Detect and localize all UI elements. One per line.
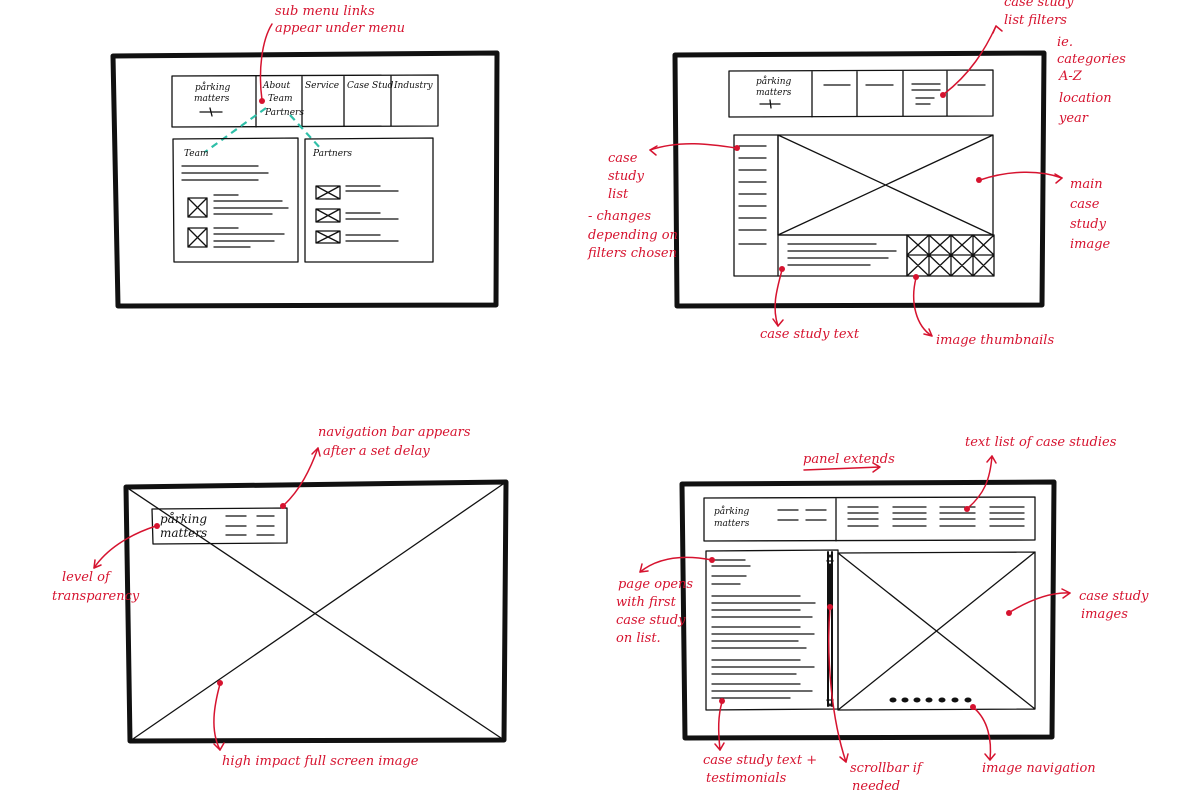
sketch-1-text-lines xyxy=(181,165,399,248)
sketch-4-anno-opens-2: with first xyxy=(616,595,677,610)
sketch-2-anno-filters-3: ie. xyxy=(1057,35,1073,50)
sketch-4-anno-scrollbar-1: scrollbar if xyxy=(850,761,924,776)
sketch-1-nav-bar xyxy=(171,74,439,128)
sketch-4-anno-scrollbar-2: needed xyxy=(852,779,900,794)
sketch-3-anno-nav-2: after a set delay xyxy=(323,444,430,459)
sketch-1-logo: pårking xyxy=(195,81,231,93)
sketch-4-anno-navigation: image navigation xyxy=(982,761,1096,776)
sketch-2-anno-filters-2: list filters xyxy=(1004,13,1067,28)
sketch-4-anno-text-2: testimonials xyxy=(706,771,787,786)
sketch-2-anno-list-6: filters chosen xyxy=(587,246,677,261)
sketch-3-anno-transparency-1: level of xyxy=(62,570,112,585)
sketch-2-anno-list-2: study xyxy=(608,169,645,184)
sketch-3-image-x xyxy=(125,481,507,742)
sketch-4-logo-2: matters xyxy=(714,519,750,529)
sketch-4-image-navigation xyxy=(889,697,972,703)
sketch-4-anno-text-1: case study text + xyxy=(703,753,817,768)
sketch-2-anno-filters-4: categories xyxy=(1057,52,1126,67)
sketch-4-text-panel xyxy=(705,549,839,711)
sketch-1-menu-about: About xyxy=(262,81,290,91)
sketch-2-anno-main-4: image xyxy=(1070,237,1111,252)
sketch-1-panel-right xyxy=(304,137,434,263)
sketch-2-logo-2: matters xyxy=(756,88,792,98)
sketch-1-menu-industry: Industry xyxy=(393,81,433,91)
sketch-2-anno-list-3: list xyxy=(608,187,629,202)
sketch-2-main-image xyxy=(777,134,994,236)
sketch-3-anno-image: high impact full screen image xyxy=(222,754,419,769)
sketch-4-case-list-lines xyxy=(777,506,1025,527)
sketch-3-nav-panel xyxy=(151,507,288,545)
sketch-2-frame xyxy=(672,50,1047,309)
sketch-3-anno-transparency-2: transparency xyxy=(52,589,140,604)
sketch-1-panel-left-title: Team xyxy=(184,149,209,159)
sketch-2-case-study-list: pårking matters case study list filters … xyxy=(587,0,1126,348)
sketch-4-image xyxy=(837,551,1036,711)
sketch-2-anno-filters-5: A-Z xyxy=(1058,69,1083,84)
sketch-3-logo-2: matters xyxy=(160,526,207,540)
sketch-4-extended-panel: pårking matters panel extends text list … xyxy=(616,435,1149,794)
sketch-2-text-area xyxy=(777,234,908,277)
sketch-1-thumbnails xyxy=(187,185,341,248)
sketch-4-anno-list: text list of case studies xyxy=(965,435,1117,450)
sketch-2-anno-filters-7: year xyxy=(1058,111,1089,126)
sketch-2-anno-main-3: study xyxy=(1070,217,1107,232)
sketch-3-anno-nav-1: navigation bar appears xyxy=(318,425,471,440)
sketch-1-frame xyxy=(110,50,500,309)
sketch-4-anno-opens-3: case study xyxy=(616,613,686,628)
sketch-4-nav-bar xyxy=(703,496,1036,542)
sketch-1-logo-2: matters xyxy=(194,94,230,104)
sketch-4-frame xyxy=(679,479,1057,741)
sketch-1-submenu: pårking matters About Service Case Stud … xyxy=(110,4,500,309)
sketch-4-anno-panel: panel extends xyxy=(803,452,895,467)
sketch-1-panel-right-title: Partners xyxy=(312,149,352,159)
sketch-4-anno-opens-4: on list. xyxy=(616,631,661,646)
sketch-1-menu-service: Service xyxy=(305,81,339,91)
sketch-2-anno-main-1: main xyxy=(1070,177,1103,192)
sketch-1-submenu-team: Team xyxy=(268,94,293,104)
sketch-2-list-column xyxy=(733,134,779,277)
sketch-4-anno-opens-1: page opens xyxy=(618,577,693,592)
sketch-1-dashed-link xyxy=(204,107,323,153)
sketch-3-fullscreen-image: pårking matters navigation bar appears a… xyxy=(52,425,509,769)
sketch-1-annotation-2: appear under menu xyxy=(275,21,405,36)
sketch-1-menu-case-study: Case Stud xyxy=(347,81,394,91)
sketch-2-anno-main-2: case xyxy=(1070,197,1100,212)
sketch-2-anno-list-5: depending on xyxy=(588,228,678,243)
sketch-2-anno-filters-6: location xyxy=(1059,91,1112,106)
sketch-1-submenu-partners: Partners xyxy=(264,108,304,118)
sketch-2-anno-list-4: - changes xyxy=(588,209,651,224)
sketch-2-thumbnail-grid xyxy=(906,234,995,277)
sketch-4-anno-images-1: case study xyxy=(1079,589,1149,604)
sketch-3-logo: pårking xyxy=(160,511,207,526)
sketch-2-logo: pårking xyxy=(756,75,792,87)
sketch-4-logo: pårking xyxy=(714,505,750,517)
sketch-1-panel-left xyxy=(172,137,299,263)
sketch-2-anno-list-1: case xyxy=(608,151,638,166)
sketch-2-anno-filters-1: case study xyxy=(1004,0,1074,10)
sketch-2-nav-bar xyxy=(728,69,994,118)
sketch-2-anno-text: case study text xyxy=(760,327,860,342)
sketch-4-anno-images-2: images xyxy=(1081,607,1128,622)
sketch-1-annotation-1: sub menu links xyxy=(275,4,375,19)
sketch-2-anno-thumbnails: image thumbnails xyxy=(936,333,1054,348)
